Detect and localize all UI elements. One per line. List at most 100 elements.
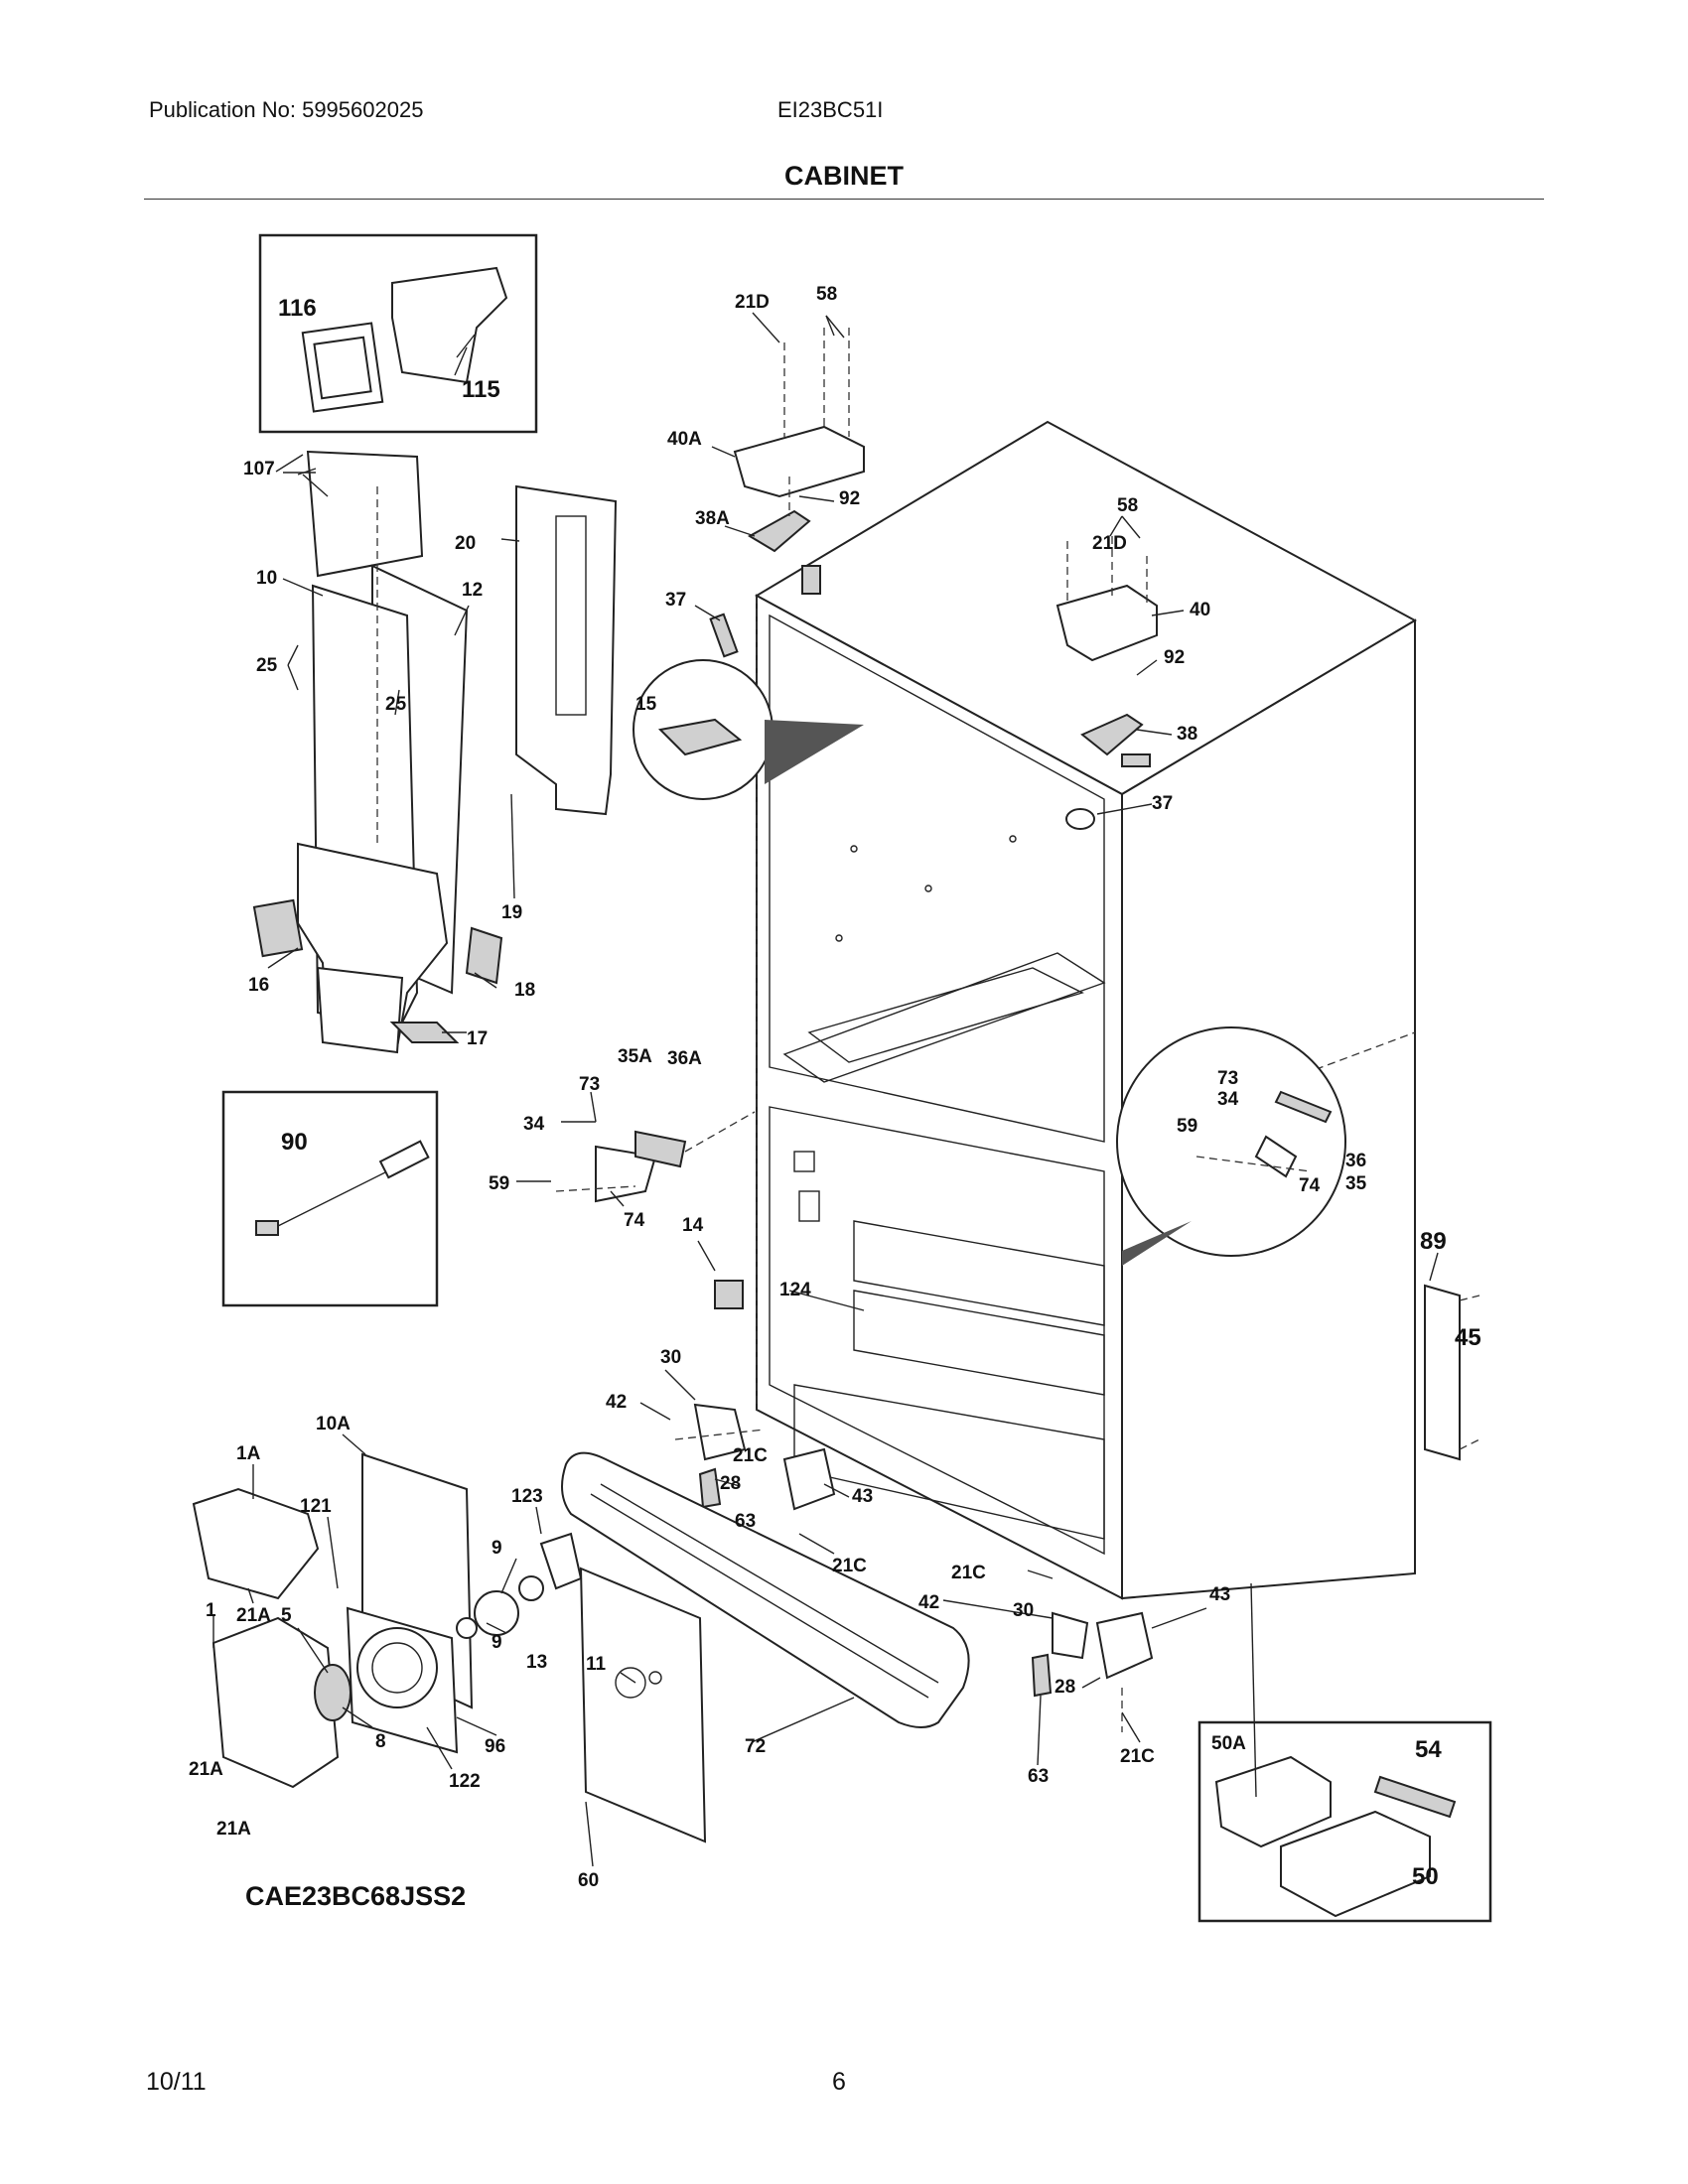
callout-28-right: 28	[1055, 1677, 1075, 1698]
callout-43-right: 43	[1209, 1584, 1230, 1605]
header-rule	[144, 199, 1544, 200]
hinge-bracket-30-left	[674, 1403, 766, 1461]
callout-9-b: 9	[492, 1632, 502, 1653]
callout-72: 72	[745, 1736, 766, 1757]
publication-number: Publication No: 5995602025	[149, 97, 424, 122]
callout-90: 90	[281, 1129, 308, 1156]
callout-36a: 36A	[667, 1048, 702, 1069]
callout-21d-top: 21D	[735, 292, 770, 313]
cabinet-body	[754, 420, 1418, 1600]
callout-89: 89	[1420, 1228, 1447, 1255]
ice-container-assembly	[252, 450, 618, 1054]
callout-21c-b: 21C	[832, 1556, 867, 1576]
callout-123: 123	[511, 1486, 543, 1507]
callout-30-left: 30	[660, 1347, 681, 1368]
callout-50a: 50A	[1211, 1733, 1246, 1754]
callout-34-left: 34	[523, 1114, 545, 1135]
callout-30-right: 30	[1013, 1600, 1034, 1621]
callout-10a: 10A	[316, 1414, 351, 1434]
callout-115: 115	[462, 376, 500, 403]
callout-59-left: 59	[489, 1173, 509, 1194]
inset-box-crisper-cover	[1197, 1720, 1492, 1923]
callout-17: 17	[467, 1028, 488, 1049]
callout-73-right: 73	[1217, 1068, 1238, 1089]
callout-21a-a: 21A	[236, 1605, 271, 1626]
callout-74-right: 74	[1299, 1175, 1321, 1196]
callout-14: 14	[682, 1215, 704, 1236]
callout-20: 20	[455, 533, 476, 554]
hinge-43-left	[698, 1447, 836, 1511]
footer-page-number: 6	[832, 2068, 846, 2096]
callout-121: 121	[300, 1496, 332, 1517]
side-bracket-89	[1424, 1284, 1480, 1461]
callout-42-left: 42	[606, 1392, 627, 1413]
callout-9-a: 9	[492, 1538, 502, 1559]
ice-chute-bracket-14	[714, 1280, 744, 1309]
callout-21c-c: 21C	[951, 1563, 986, 1583]
callout-labels: 116 115 107 20 10 12 25 25 19 16 18 17 2…	[189, 284, 1481, 1891]
callout-10: 10	[256, 568, 277, 589]
callout-28-left: 28	[720, 1473, 741, 1494]
callout-21a-b: 21A	[189, 1759, 223, 1780]
callout-92-right: 92	[1164, 647, 1185, 668]
footer-date: 10/11	[146, 2068, 207, 2096]
model-number: EI23BC51I	[777, 97, 884, 122]
callout-43-left: 43	[852, 1486, 873, 1507]
callout-50: 50	[1412, 1863, 1439, 1890]
callout-63-right: 63	[1028, 1766, 1049, 1787]
callout-21d-right: 21D	[1092, 533, 1127, 554]
hinge-bracket-30-right	[1052, 1611, 1089, 1660]
hinge-43-right	[1031, 1611, 1154, 1732]
callout-60: 60	[578, 1870, 599, 1891]
detail-circle-hinge	[1116, 1026, 1346, 1266]
callout-63-left: 63	[735, 1511, 756, 1532]
callout-58-top: 58	[816, 284, 837, 305]
callout-36: 36	[1345, 1151, 1366, 1171]
callout-96: 96	[485, 1736, 505, 1757]
callout-42-right: 42	[918, 1592, 939, 1613]
callout-16: 16	[248, 975, 269, 996]
callout-25-a: 25	[256, 655, 278, 676]
inset-box-ice-bucket	[258, 233, 538, 434]
callout-58-right: 58	[1117, 495, 1138, 516]
detail-circle-15	[633, 659, 864, 800]
callout-12: 12	[462, 580, 483, 601]
callout-122: 122	[449, 1771, 481, 1792]
toe-grille-72	[561, 1451, 970, 1728]
callout-38: 38	[1177, 724, 1197, 745]
callout-19: 19	[501, 902, 522, 923]
inset-box-harness-90	[221, 1090, 439, 1307]
callout-15: 15	[635, 694, 657, 715]
callout-37-right: 37	[1152, 793, 1173, 814]
callout-18: 18	[514, 980, 535, 1001]
callout-124: 124	[779, 1280, 811, 1300]
callout-21c-d: 21C	[1120, 1746, 1155, 1767]
hinge-bottom-left	[555, 1111, 756, 1203]
callout-11: 11	[586, 1654, 607, 1675]
callout-21a-c: 21A	[216, 1819, 251, 1840]
callout-1a: 1A	[236, 1443, 261, 1464]
callout-1: 1	[206, 1600, 216, 1621]
callout-40a: 40A	[667, 429, 702, 450]
callout-116: 116	[278, 295, 317, 322]
callout-13: 13	[526, 1652, 547, 1673]
callout-59-right: 59	[1177, 1116, 1197, 1137]
callout-107: 107	[243, 459, 275, 479]
callout-35: 35	[1345, 1173, 1367, 1194]
callout-40: 40	[1190, 600, 1210, 620]
callout-5: 5	[281, 1605, 292, 1626]
evaporator-fan-assembly	[192, 1452, 707, 1843]
page-title: CABINET	[784, 161, 904, 191]
callout-8: 8	[375, 1731, 386, 1752]
callout-35a: 35A	[618, 1046, 652, 1067]
callout-45: 45	[1455, 1324, 1481, 1351]
callout-37-left: 37	[665, 590, 686, 611]
hinge-top-left	[709, 328, 865, 658]
callout-25-b: 25	[385, 694, 407, 715]
variant-model-label: CAE23BC68JSS2	[245, 1881, 467, 1911]
callout-34-right: 34	[1217, 1089, 1239, 1110]
callout-73-left: 73	[579, 1074, 600, 1095]
callout-92-top: 92	[839, 488, 860, 509]
hinge-top-right	[1055, 536, 1158, 830]
leader-lines	[212, 312, 1439, 1867]
